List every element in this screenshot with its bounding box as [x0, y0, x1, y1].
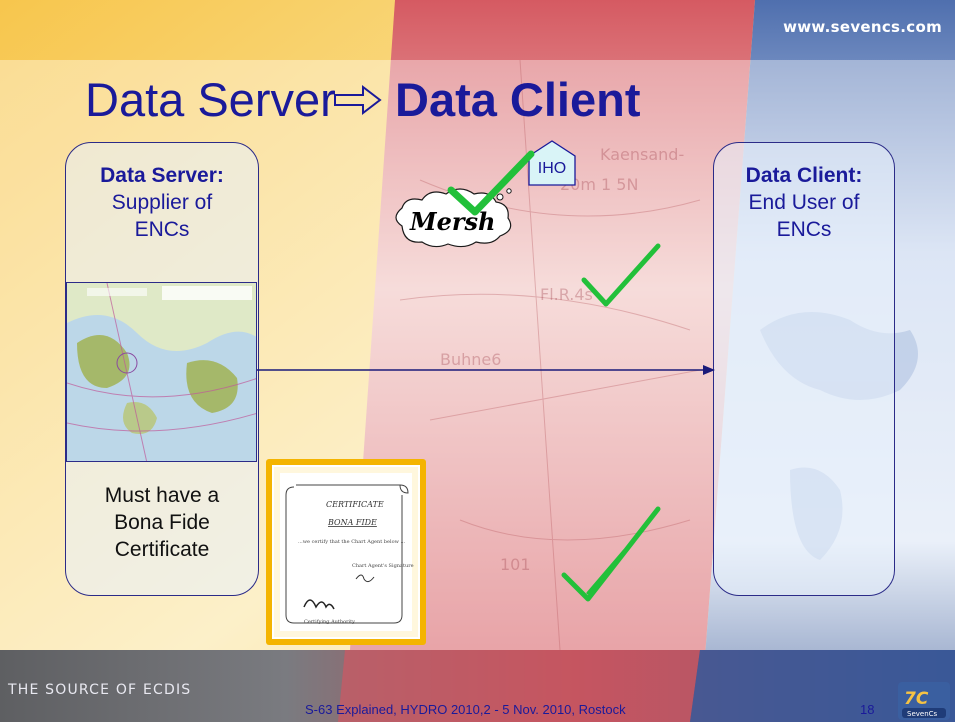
note-line3: Certificate — [114, 538, 210, 561]
sevencs-logo: 7C SevenCs — [898, 682, 950, 720]
checkmark-icon-certificate — [561, 506, 661, 602]
certificate-body: ...we certify that the Chart Agent below… — [298, 539, 406, 545]
svg-text:101: 101 — [500, 555, 531, 574]
data-client-panel — [713, 142, 895, 596]
note-line1: Must have a — [104, 484, 220, 507]
data-client-line2: ENCs — [776, 218, 832, 241]
data-flow-arrow — [257, 365, 715, 375]
nautical-chart-image — [66, 282, 257, 462]
svg-text:Kaensand-: Kaensand- — [600, 145, 684, 164]
certificate-subtitle: BONA FIDE — [327, 518, 377, 527]
checkmark-icon-iho — [447, 150, 535, 216]
iho-label: IHO — [537, 160, 567, 177]
logo-label: SevenCs — [907, 710, 938, 718]
iho-house-icon — [528, 140, 576, 186]
certificate-authority-label: Certifying Authority — [304, 619, 355, 625]
certificate-signature-label: Chart Agent's Signature — [352, 563, 414, 569]
nautical-chart-icon — [67, 283, 256, 461]
data-client-description: Data Client: End User of ENCs — [713, 162, 895, 243]
certificate-title: CERTIFICATE — [326, 500, 384, 509]
data-client-heading: Data Client: — [745, 164, 863, 187]
data-client-line1: End User of — [748, 191, 860, 214]
footer-presentation-info: S-63 Explained, HYDRO 2010,2 - 5 Nov. 20… — [305, 702, 626, 717]
title-data-server: Data Server — [85, 73, 336, 126]
title-data-client: Data Client — [395, 73, 641, 126]
bona-fide-certificate-image: CERTIFICATE BONA FIDE ...we certify that… — [266, 459, 426, 645]
data-server-heading: Data Server: — [100, 164, 224, 187]
note-line2: Bona Fide — [114, 511, 210, 534]
svg-text:Fl.R.4s: Fl.R.4s — [540, 285, 593, 304]
svg-text:Buhne6: Buhne6 — [440, 350, 501, 369]
data-server-line1: Supplier of — [111, 191, 213, 214]
arrow-right-outline-icon — [334, 84, 382, 116]
data-server-description: Data Server: Supplier of ENCs — [65, 162, 259, 243]
website-url: www.sevencs.com — [783, 18, 942, 36]
bona-fide-requirement: Must have a Bona Fide Certificate — [65, 482, 259, 563]
signature-text: Mersh — [409, 207, 495, 236]
page-number: 18 — [860, 702, 875, 717]
data-server-line2: ENCs — [134, 218, 190, 241]
svg-text:20m 1 5N: 20m 1 5N — [560, 175, 638, 194]
footer-tagline: THE SOURCE OF ECDIS — [8, 682, 192, 698]
svg-text:7C: 7C — [904, 689, 929, 709]
checkmark-icon-transfer — [581, 243, 661, 307]
